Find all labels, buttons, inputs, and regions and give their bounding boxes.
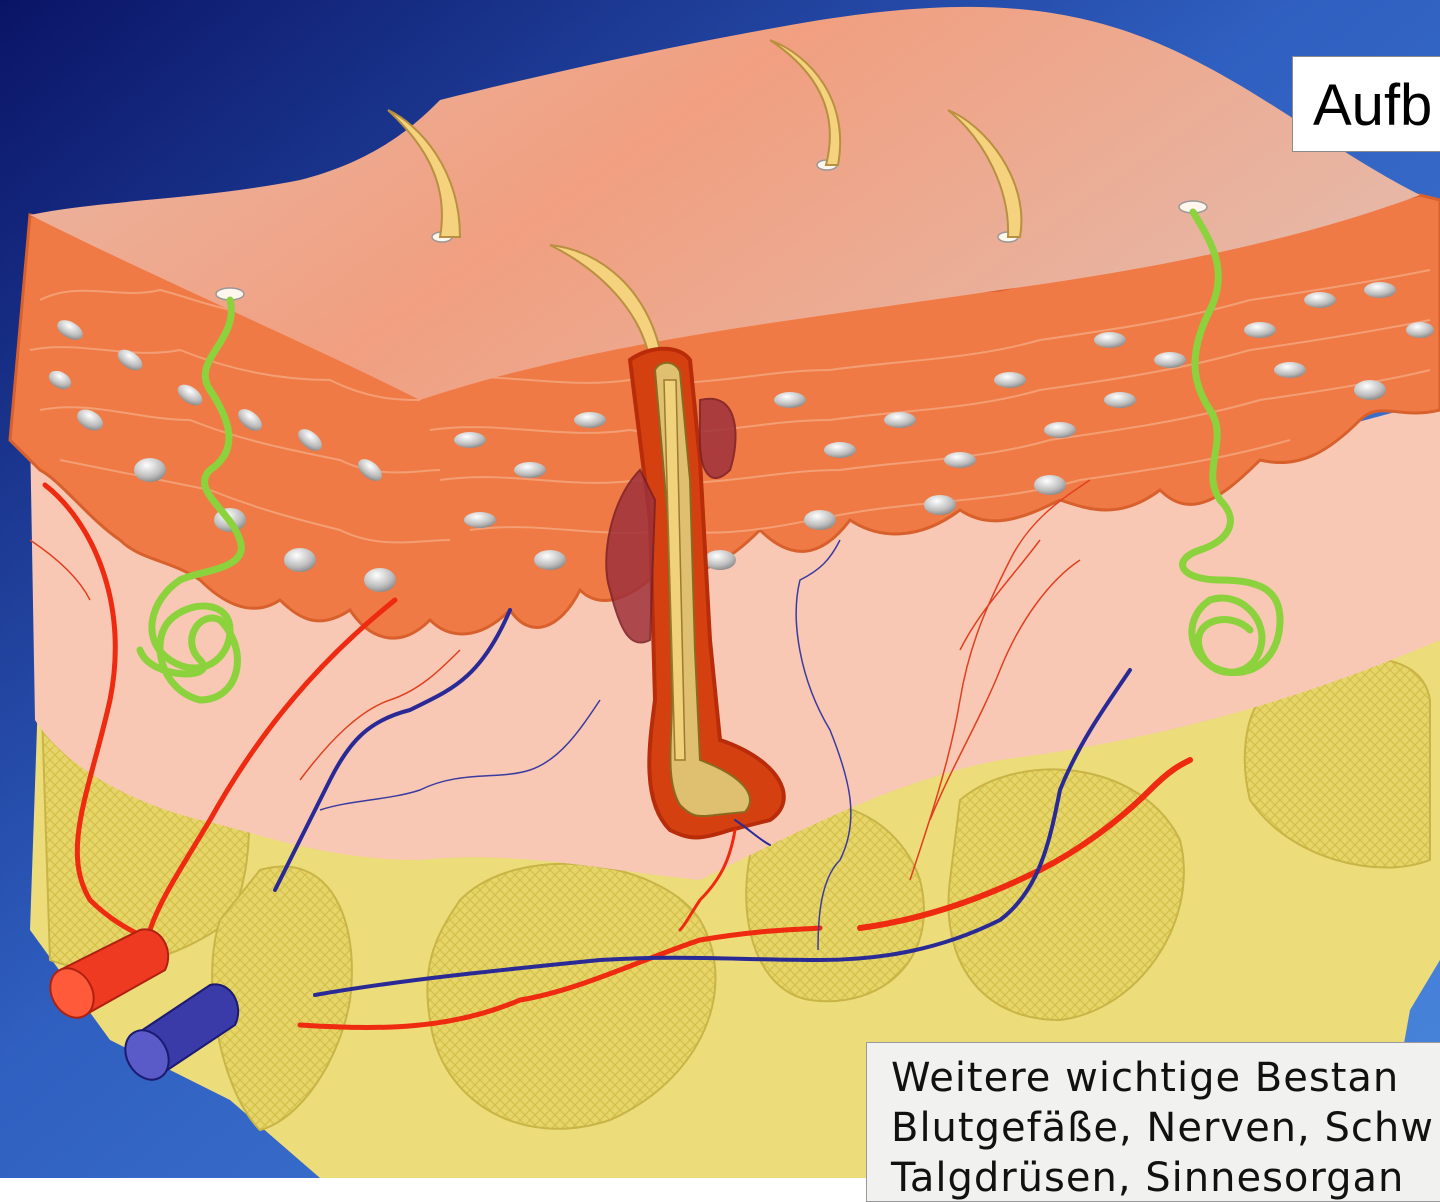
note-line: Weitere wichtige Bestan — [891, 1055, 1399, 1101]
page-title: Aufb — [1313, 71, 1432, 141]
note-line: Talgdrüsen, Sinnesorgan — [891, 1155, 1404, 1201]
note-line: Blutgefäße, Nerven, Schw — [891, 1105, 1434, 1151]
title-box: Aufb — [1292, 56, 1440, 152]
note-box: Weitere wichtige Bestan Blutgefäße, Nerv… — [866, 1042, 1440, 1202]
